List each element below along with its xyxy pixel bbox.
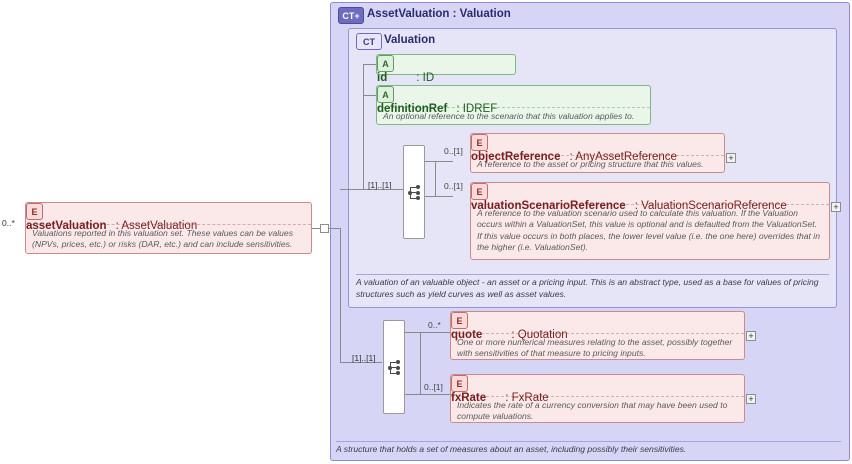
fxrate-description: Indicates the rate of a currency convers… [451,396,744,426]
attribute-id-type: : ID [416,72,435,84]
fxrate-type: : FxRate [505,392,549,404]
tree-branch-id [363,64,376,65]
object-reference-name: objectReference [471,151,561,163]
element-icon: E [26,203,43,220]
fxrate-expand-button[interactable]: + [746,394,756,404]
root-footer-note: A structure that holds a set of measures… [336,444,687,454]
root-to-valuation [340,189,363,190]
tree-branch-sequence [363,189,387,190]
quote-name: quote [451,329,483,341]
root-trunk-in [332,228,340,229]
root-trunk [340,228,341,362]
root-note-divider [336,441,841,442]
fxrate-cardinality: 0..[1] [424,382,443,392]
object-reference-description: A reference to the asset or pricing stru… [471,155,724,173]
expand-collapse-box[interactable] [320,224,329,233]
connector-left [312,228,320,229]
ct-icon: CT [356,33,382,50]
valuation-scenario-reference-expand-button[interactable]: + [831,202,841,212]
element-icon: E [471,183,488,200]
attribute-icon: A [377,86,394,103]
quote-description: One or more numerical measures relating … [451,333,744,363]
connector-object-reference [425,161,453,162]
valuation-scenario-reference-description: A reference to the valuation scenario us… [471,204,829,256]
valuation-scenario-reference-cardinality: 0..[1] [444,181,463,191]
attribute-definition-ref-type: : IDREF [456,103,498,115]
element-icon: E [451,312,468,329]
attribute-id[interactable]: A id : ID [376,54,516,84]
connector-sequence-bottom-vertical [420,332,421,394]
asset-valuation-description: Valuations reported in this valuation se… [26,224,311,254]
object-reference-cardinality: 0..[1] [444,146,463,156]
connector-left-2 [329,228,332,229]
fxrate-element[interactable]: E fxRate : FxRate Indicates the rate of … [450,374,745,423]
connector-valuation-scenario-reference [425,196,453,197]
quote-type: : Quotation [511,329,568,341]
root-type-badge: CT+ [338,7,364,24]
root-to-sequence-bottom [340,362,382,363]
sequence-top-multiplicity: [1]..[1] [368,180,392,190]
sequence-bottom-compositor[interactable] [383,320,405,414]
ct-plus-icon: CT+ [338,7,364,24]
valuation-title: Valuation [384,34,436,46]
sequence-top-compositor[interactable] [403,145,425,239]
tree-trunk [363,64,364,189]
element-icon: E [471,134,488,151]
connector-sequence-top-in [387,189,403,190]
attribute-definition-ref-description: An optional reference to the scenario th… [377,107,650,125]
connector-quote [405,332,450,333]
attribute-id-name: id [377,72,388,84]
valuation-scenario-reference-name: valuationScenarioReference [471,200,626,212]
asset-valuation-cardinality: 0..* [2,218,15,228]
valuation-scenario-reference-element[interactable]: E valuationScenarioReference : Valuation… [470,182,830,260]
asset-valuation-name: assetValuation [26,220,107,232]
tree-branch-definitionref [363,95,376,96]
fxrate-name: fxRate [451,392,487,404]
connector-fxrate [405,394,450,395]
attribute-definition-ref[interactable]: A definitionRef : IDREF An optional refe… [376,85,651,125]
asset-valuation-element[interactable]: E assetValuation : AssetValuation Valuat… [25,202,312,254]
element-icon: E [451,375,468,392]
object-reference-type: : AnyAssetReference [569,151,677,163]
root-title: AssetValuation : Valuation [367,8,511,20]
valuation-scenario-reference-type: : ValuationScenarioReference [634,200,787,212]
object-reference-expand-button[interactable]: + [726,153,736,163]
attribute-definition-ref-name: definitionRef [377,103,448,115]
attribute-icon: A [377,55,394,72]
quote-element[interactable]: E quote : Quotation One or more numerica… [450,311,745,360]
connector-sequence-top-vertical [435,161,436,196]
asset-valuation-type: : AssetValuation [115,220,198,232]
valuation-note-divider [356,274,829,275]
quote-cardinality: 0..* [428,320,441,330]
valuation-footer-note: A valuation of an valuable object - an a… [356,277,819,299]
quote-expand-button[interactable]: + [746,331,756,341]
sequence-bottom-multiplicity: [1]..[1] [352,353,376,363]
object-reference-element[interactable]: E objectReference : AnyAssetReference A … [470,133,725,173]
valuation-type-badge: CT [356,33,382,50]
